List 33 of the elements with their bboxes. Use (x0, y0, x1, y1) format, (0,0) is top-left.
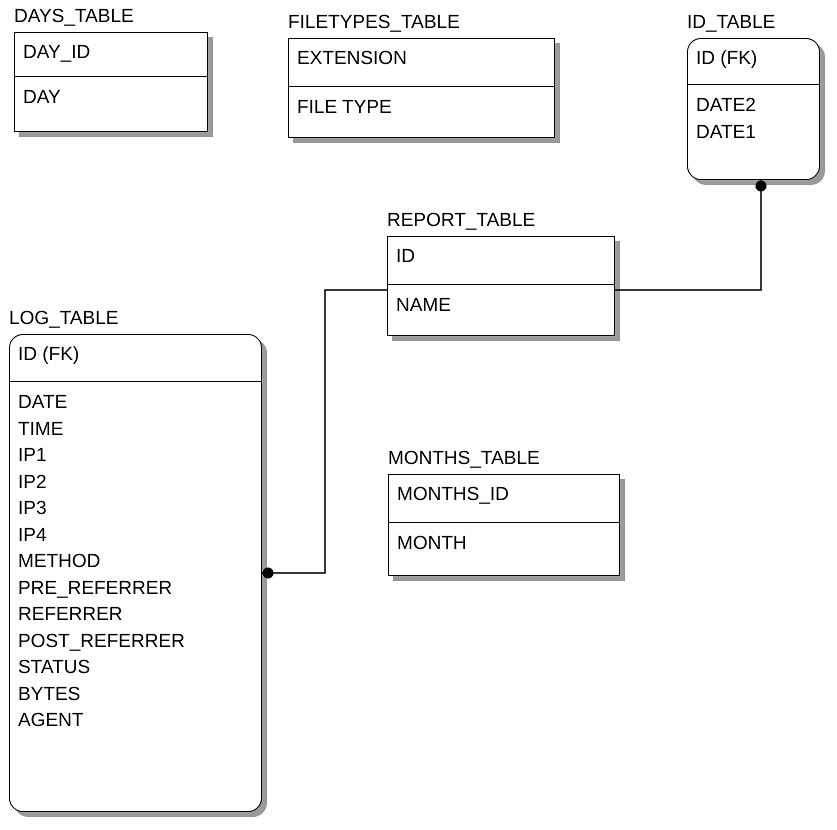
attribute-field: MONTH (397, 531, 611, 558)
key-field: DAY_ID (23, 41, 199, 65)
attribute-field: BYTES (18, 682, 253, 708)
attribute-field: IP1 (18, 443, 253, 470)
table-name: DAYS_TABLE (14, 6, 134, 28)
attribute-field: STATUS (18, 655, 253, 682)
attribute-field: DATE (18, 390, 253, 416)
attribute-field: IP2 (18, 470, 253, 496)
attribute-field: REFERRER (18, 602, 253, 628)
table-name: FILETYPES_TABLE (288, 12, 460, 34)
attribute-field: METHOD (18, 549, 253, 576)
attribute-field: AGENT (18, 708, 253, 734)
key-field: ID (FK) (696, 47, 811, 71)
attribute-field: IP4 (18, 522, 253, 549)
attribute-field: TIME (18, 416, 253, 443)
attribute-field: NAME (396, 293, 606, 320)
relationship-line (262, 289, 387, 578)
attribute-field: DATE1 (696, 120, 811, 146)
relationship-line (615, 180, 766, 291)
attribute-field: FILE TYPE (297, 95, 546, 122)
attribute-field: DAY (23, 85, 199, 112)
attribute-field: PRE_REFERRER (18, 576, 253, 602)
attribute-field: IP3 (18, 496, 253, 522)
attribute-field: DATE2 (696, 93, 811, 120)
key-field: EXTENSION (297, 47, 546, 71)
table-name: ID_TABLE (687, 12, 776, 34)
table-name: LOG_TABLE (9, 308, 118, 330)
table-name: REPORT_TABLE (387, 210, 536, 232)
table-name: MONTHS_TABLE (388, 448, 540, 470)
attribute-field: POST_REFERRER (18, 628, 253, 655)
key-field: ID (396, 245, 606, 269)
key-field: ID (FK) (18, 343, 253, 367)
key-field: MONTHS_ID (397, 483, 611, 507)
